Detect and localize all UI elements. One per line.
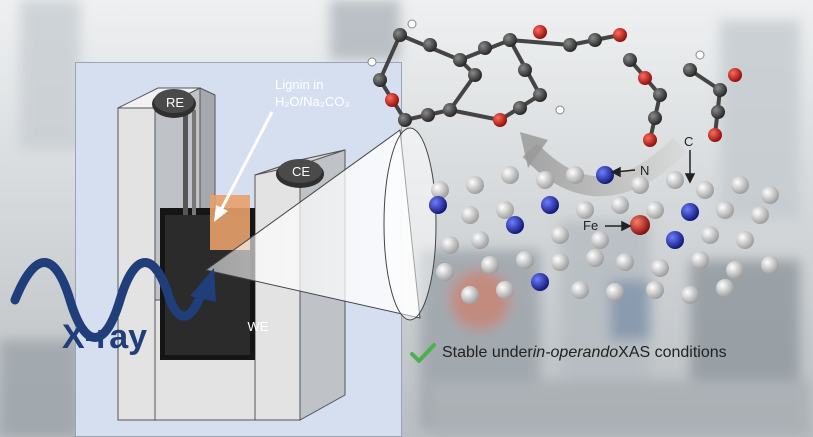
status-italic: in-operando	[532, 344, 619, 361]
fe-n-c-lattice	[429, 166, 779, 304]
lignin-label-line1: Lignin in	[275, 77, 324, 92]
xray-label: X-ray	[62, 318, 148, 356]
interaction-arrow	[522, 137, 688, 197]
label-arrows	[605, 150, 696, 232]
status-suffix: XAS conditions	[618, 344, 727, 361]
xray-cone	[204, 127, 437, 321]
lignin-label: Lignin in H₂O/Na₂CO₃	[275, 76, 385, 110]
lignin-atoms	[367, 19, 742, 147]
ce-label: CE	[291, 164, 311, 179]
fe-label: Fe	[583, 218, 599, 233]
c-label: C	[684, 134, 694, 149]
interaction-arrowhead	[520, 132, 548, 168]
re-label: RE	[165, 95, 185, 110]
we-label: WE	[247, 319, 269, 334]
lignin-arrow	[214, 111, 274, 222]
status-prefix: Stable under	[442, 344, 533, 361]
xray-wave	[10, 258, 207, 342]
n-label: N	[640, 163, 650, 178]
status-line: Stable under in-operando XAS conditions	[410, 342, 727, 364]
xray-arrowhead	[190, 268, 216, 302]
lignin-label-line2: H₂O/Na₂CO₃	[275, 94, 350, 109]
check-icon	[410, 343, 436, 363]
